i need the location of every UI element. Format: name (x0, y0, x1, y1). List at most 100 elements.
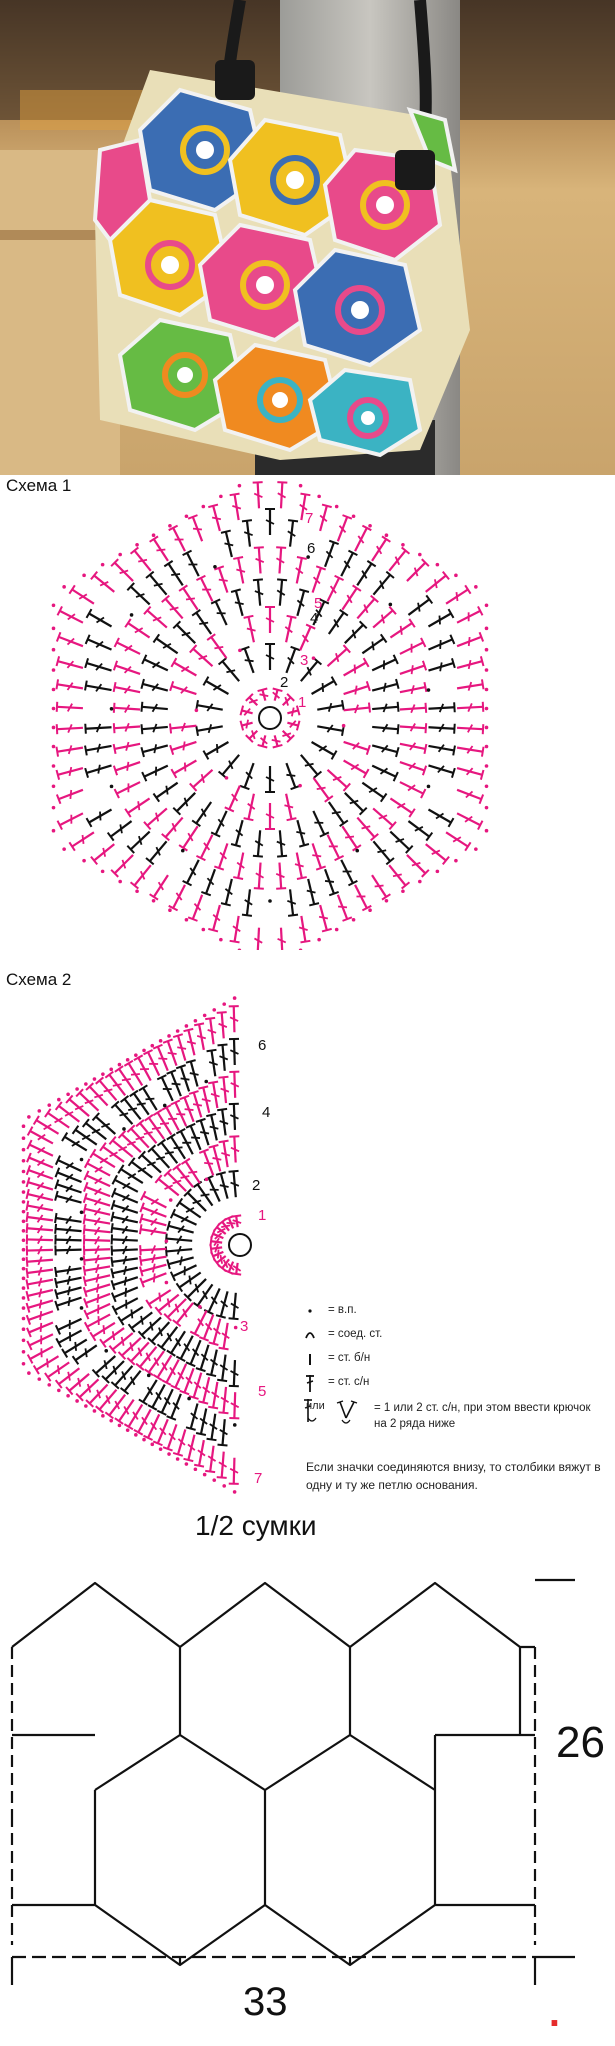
dc-stitch-mark (265, 643, 275, 670)
dc-stitch-mark (82, 1264, 111, 1276)
chain-mark (167, 1034, 171, 1038)
watermark: Postila.ru (410, 1991, 603, 2035)
dc-stitch-mark (91, 1355, 117, 1378)
dc-stitch-mark (156, 1326, 179, 1352)
chain-mark (219, 937, 223, 942)
chain-mark (21, 1361, 26, 1366)
schema1-row-label: 3 (300, 652, 308, 669)
dc-stitch-mark (456, 631, 485, 648)
schema-2-diagram: 1 2 3 4 5 6 7 (21, 996, 270, 1494)
dc-stitch-mark (217, 657, 240, 682)
dc-stitch-mark (91, 1112, 117, 1135)
dc-stitch-mark (311, 843, 326, 871)
chain-mark (334, 927, 339, 932)
dc-stitch-mark (361, 633, 388, 655)
dc-stitch-mark (265, 606, 275, 633)
dc-stitch-mark (182, 549, 200, 577)
dc-stitch-mark (26, 1345, 54, 1364)
dc-stitch-mark (343, 680, 371, 696)
dc-stitch-mark (407, 820, 434, 842)
dc-stitch-mark (312, 598, 330, 626)
dc-stitch-mark (324, 868, 339, 897)
chain-mark (21, 1169, 26, 1174)
dc-stitch-mark (112, 681, 141, 694)
chain-mark (51, 647, 56, 652)
chain-mark (134, 1433, 138, 1437)
dc-stitch-mark (217, 1419, 228, 1447)
dc-stitch-mark (214, 843, 229, 871)
dc-stitch-mark (327, 608, 349, 635)
dc-stitch-mark (65, 1094, 90, 1117)
dc-stitch-mark (356, 594, 379, 620)
chain-mark (237, 948, 242, 950)
dc-stitch-mark (71, 1125, 98, 1146)
dc-stitch-mark (106, 820, 133, 842)
dc-stitch-mark (169, 680, 197, 696)
chain-mark (168, 523, 172, 528)
chain-mark (201, 504, 206, 509)
dc-stitch-mark (372, 570, 395, 596)
dc-stitch-mark (215, 1291, 229, 1319)
dc-stitch-mark (54, 1101, 81, 1123)
dc-stitch-mark (183, 1188, 207, 1212)
dc-stitch-mark (372, 840, 395, 866)
dc-stitch-mark (26, 1139, 54, 1157)
dc-stitch-mark (117, 1130, 142, 1154)
dc-stitch-mark (399, 660, 428, 675)
dc-stitch-mark (389, 830, 414, 854)
dc-stitch-mark (217, 1107, 229, 1136)
chain-mark (135, 889, 139, 894)
dc-stitch-mark (317, 724, 345, 736)
dc-stitch-mark (252, 830, 264, 858)
chain-mark (21, 1276, 26, 1281)
chain-mark (21, 1180, 26, 1184)
dc-stitch-mark (214, 565, 229, 593)
dc-stitch-mark (233, 852, 245, 881)
dc-stitch-mark (195, 1117, 210, 1146)
chain-mark (109, 1418, 114, 1423)
dc-stitch-mark (32, 1115, 60, 1135)
dc-stitch-mark (371, 764, 399, 782)
spike-stitch-icon (304, 1399, 358, 1424)
dc-stitch-mark (371, 744, 400, 758)
dc-stitch-mark (389, 618, 416, 639)
chain-mark (92, 1409, 97, 1413)
dc-stitch-mark (239, 719, 253, 731)
chain-mark (168, 1198, 173, 1202)
chain-mark (101, 1414, 105, 1418)
chain-mark (212, 1008, 217, 1012)
dc-stitch-mark (85, 1082, 109, 1107)
dc-stitch-mark (82, 1214, 111, 1226)
dc-stitch-mark (327, 801, 349, 828)
dc-stitch-mark (83, 1292, 111, 1309)
single-crochet-icon (309, 1354, 311, 1365)
schema-1-diagram: 1 2 3 4 5 6 7 (51, 481, 489, 950)
chain-mark (232, 1490, 237, 1494)
dc-stitch-mark (356, 816, 379, 842)
dc-stitch-mark (326, 768, 351, 792)
chain-mark (484, 687, 489, 692)
dc-stitch-mark (216, 1451, 228, 1479)
dc-stitch-mark (25, 1223, 54, 1234)
dc-stitch-mark (306, 878, 320, 907)
dc-stitch-mark (54, 1367, 81, 1389)
dc-stitch-mark (205, 1016, 217, 1045)
dc-stitch-mark (284, 614, 297, 643)
dc-stitch-mark (137, 1316, 162, 1340)
dc-stitch-mark (26, 1152, 54, 1169)
dc-stitch-mark (84, 634, 112, 651)
chain-mark (129, 613, 134, 617)
chain-mark (474, 585, 478, 589)
dc-stitch-mark (206, 1349, 219, 1378)
chain-mark (51, 603, 56, 608)
dc-stitch-mark (195, 574, 214, 602)
dc-stitch-mark (166, 1256, 194, 1270)
dc-stitch-mark (326, 574, 345, 602)
dc-stitch-mark (54, 1155, 82, 1173)
dc-stitch-mark (205, 1445, 217, 1474)
chain-mark (79, 1157, 84, 1162)
dc-stitch-mark (166, 1133, 186, 1160)
dc-stitch-mark (183, 1434, 196, 1463)
dc-stitch-mark (399, 702, 428, 714)
dc-stitch-mark (163, 1298, 187, 1322)
